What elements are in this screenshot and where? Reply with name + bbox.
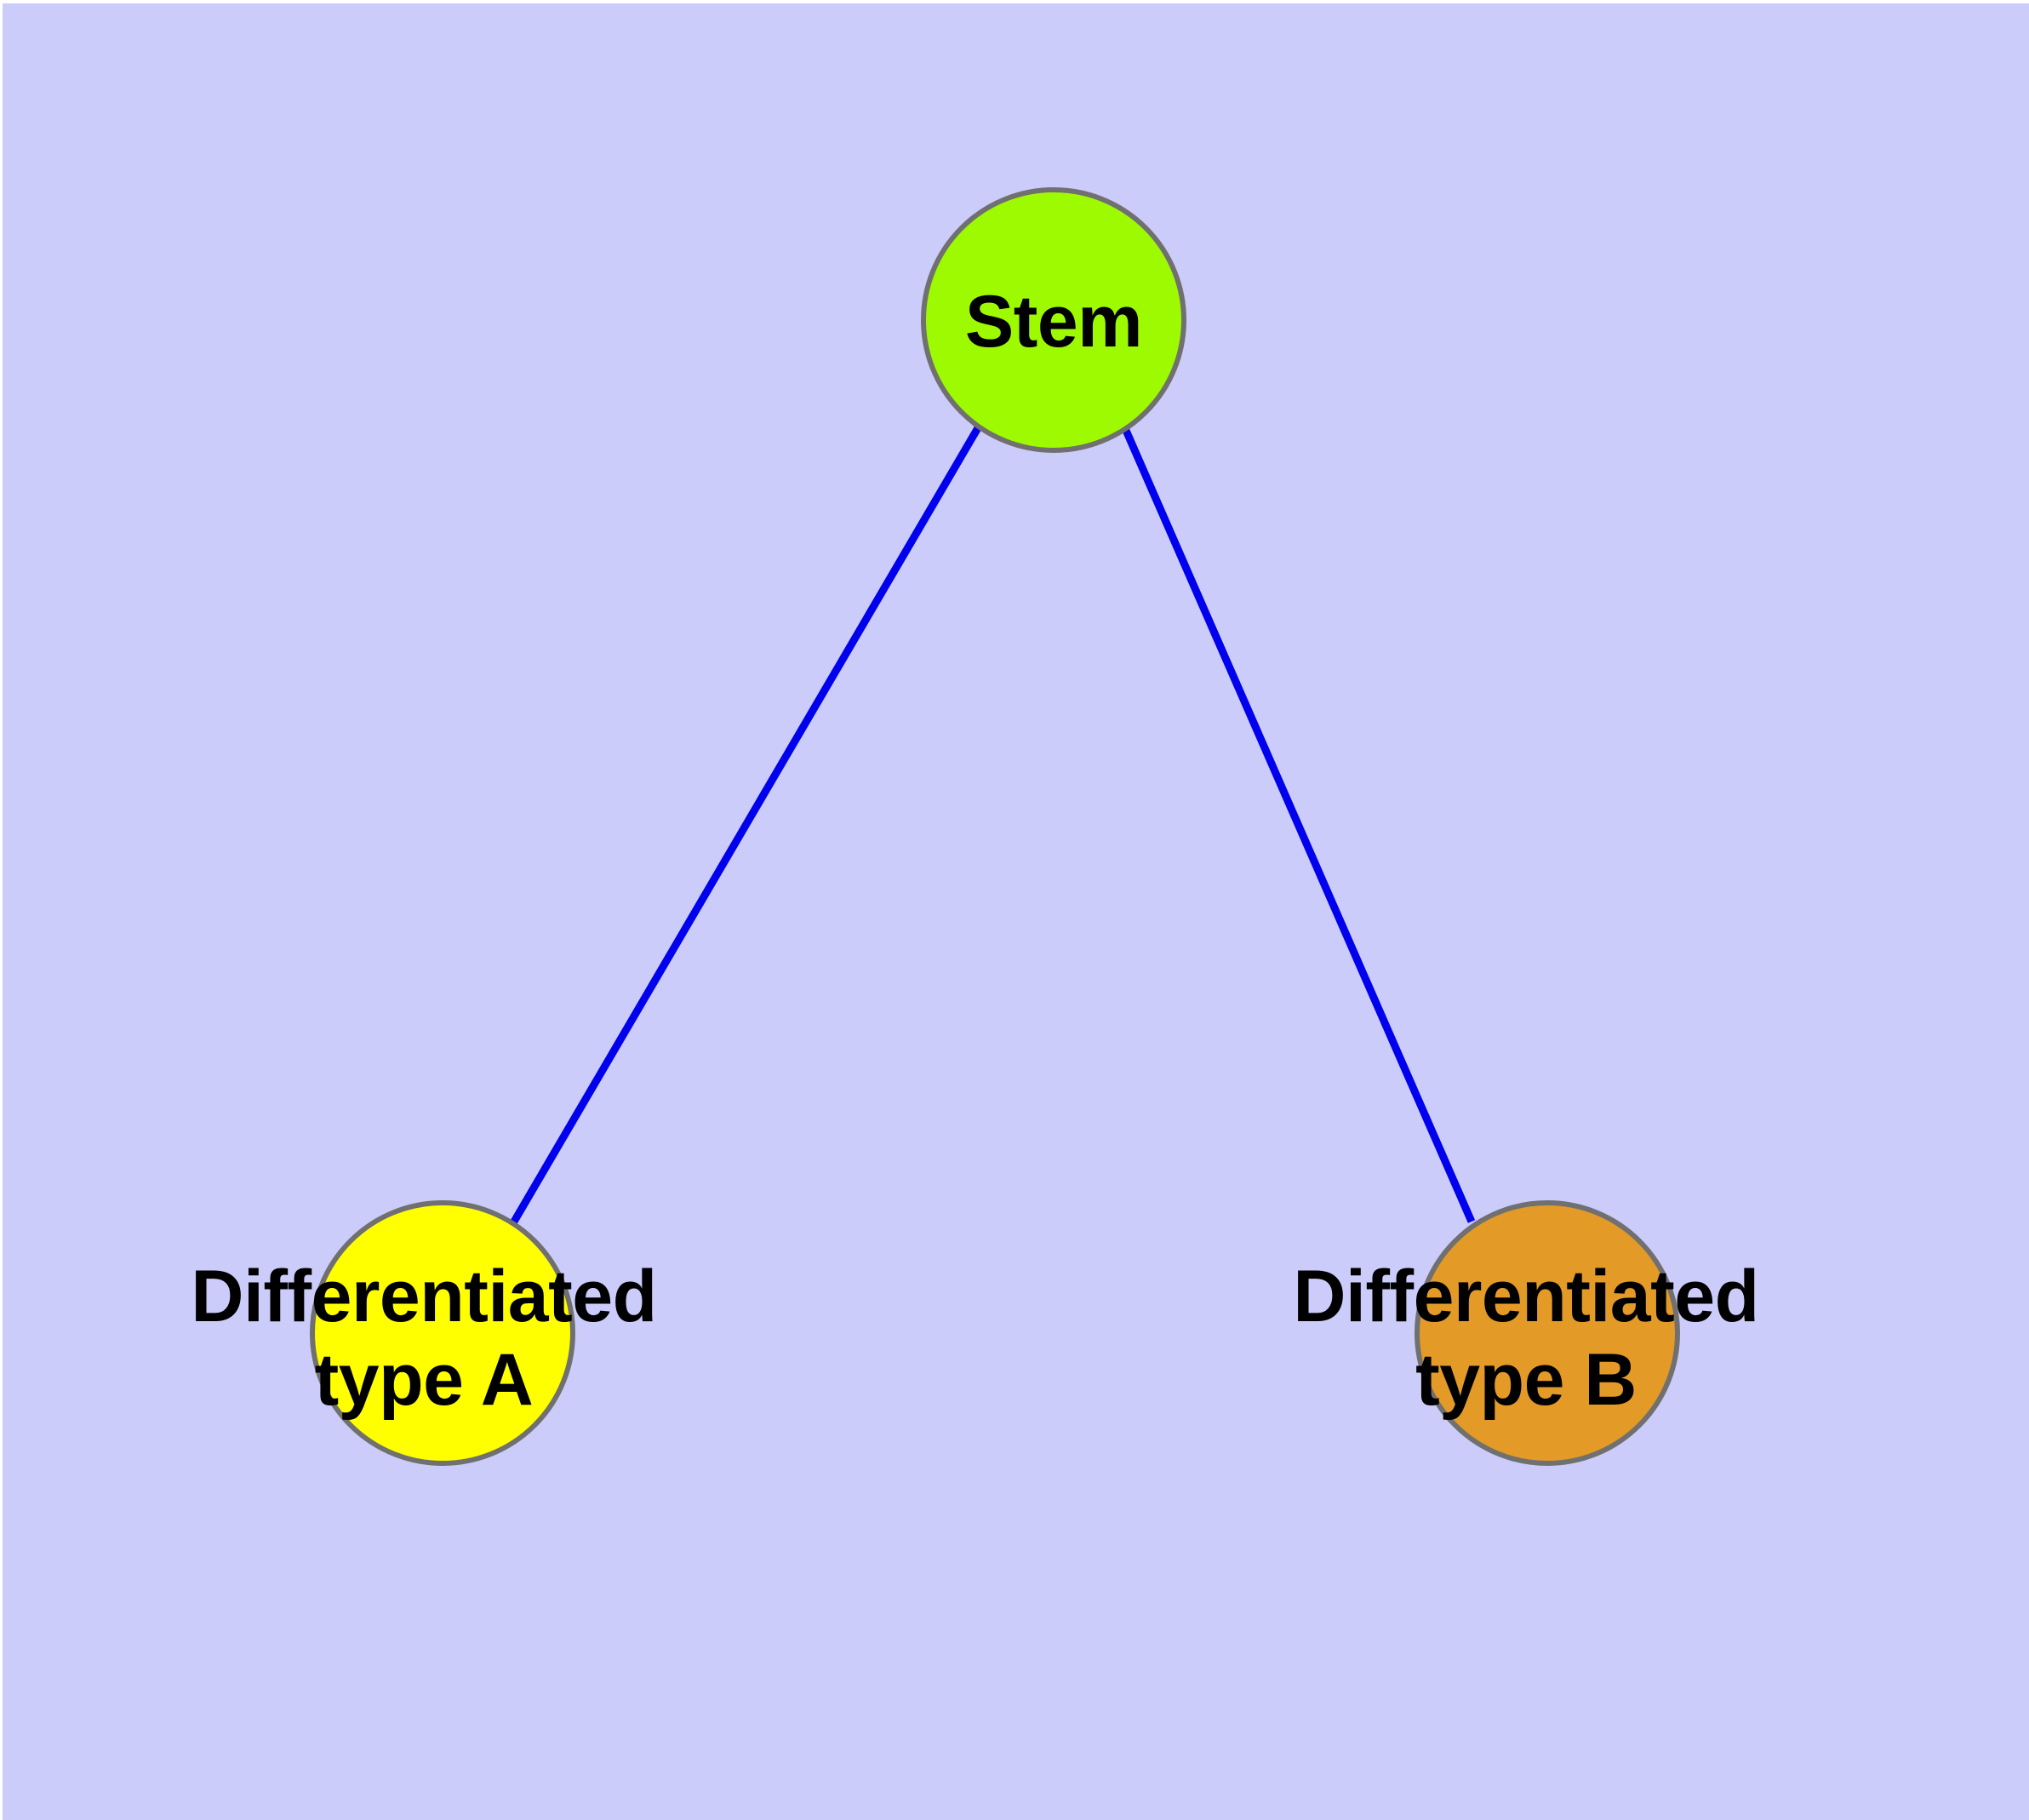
edge-stem-to-differentiated-type-a xyxy=(511,424,982,1224)
node-differentiated-type-b[interactable] xyxy=(1415,1200,1680,1466)
node-stem[interactable] xyxy=(921,187,1186,453)
edge-stem-to-differentiated-type-b xyxy=(1120,425,1476,1223)
node-differentiated-type-a[interactable] xyxy=(310,1200,575,1466)
edge-layer xyxy=(511,424,1476,1224)
